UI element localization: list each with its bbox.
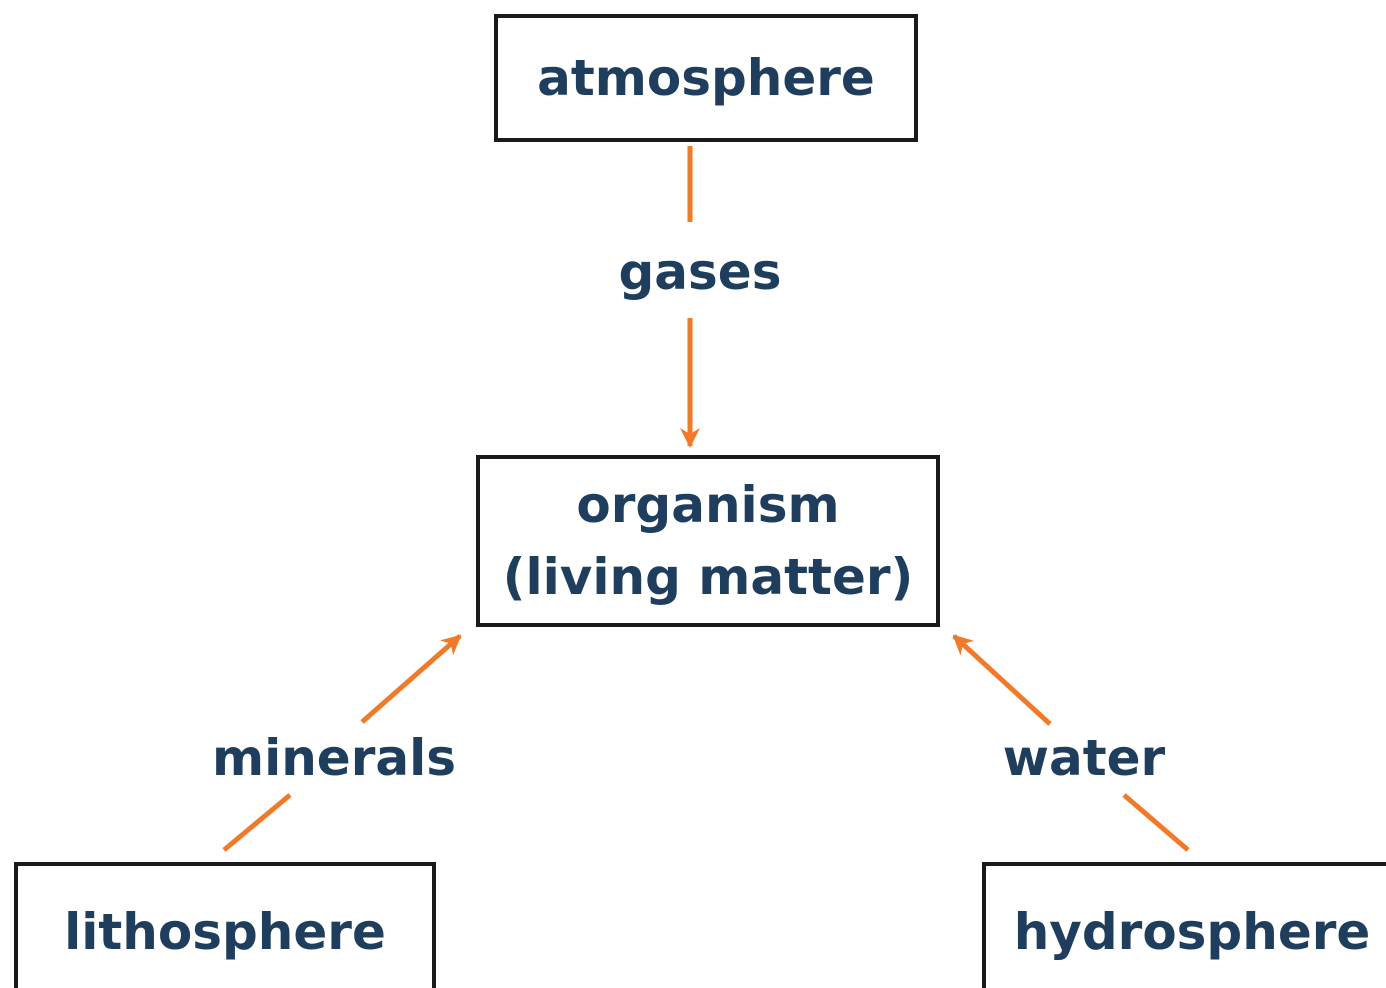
node-hydrosphere: hydrosphere — [982, 862, 1386, 988]
edge-label-minerals: minerals — [211, 729, 457, 787]
edge-water-arrow — [952, 634, 1052, 726]
node-lithosphere: lithosphere — [14, 862, 436, 988]
edge-label-gases: gases — [618, 243, 782, 301]
node-lithosphere-label: lithosphere — [64, 902, 386, 961]
edge-label-water: water — [1002, 729, 1166, 787]
edge-minerals-arrow — [360, 634, 462, 724]
node-hydrosphere-label: hydrosphere — [1013, 902, 1371, 961]
node-organism-label: organism — [576, 475, 840, 534]
node-organism-sublabel: (living matter) — [502, 548, 914, 606]
edge-water-lower-segment — [1122, 793, 1190, 852]
edge-minerals-lower-segment — [222, 793, 292, 852]
node-organism: organism (living matter) — [476, 455, 940, 627]
node-atmosphere: atmosphere — [494, 14, 918, 142]
node-atmosphere-label: atmosphere — [537, 48, 875, 107]
